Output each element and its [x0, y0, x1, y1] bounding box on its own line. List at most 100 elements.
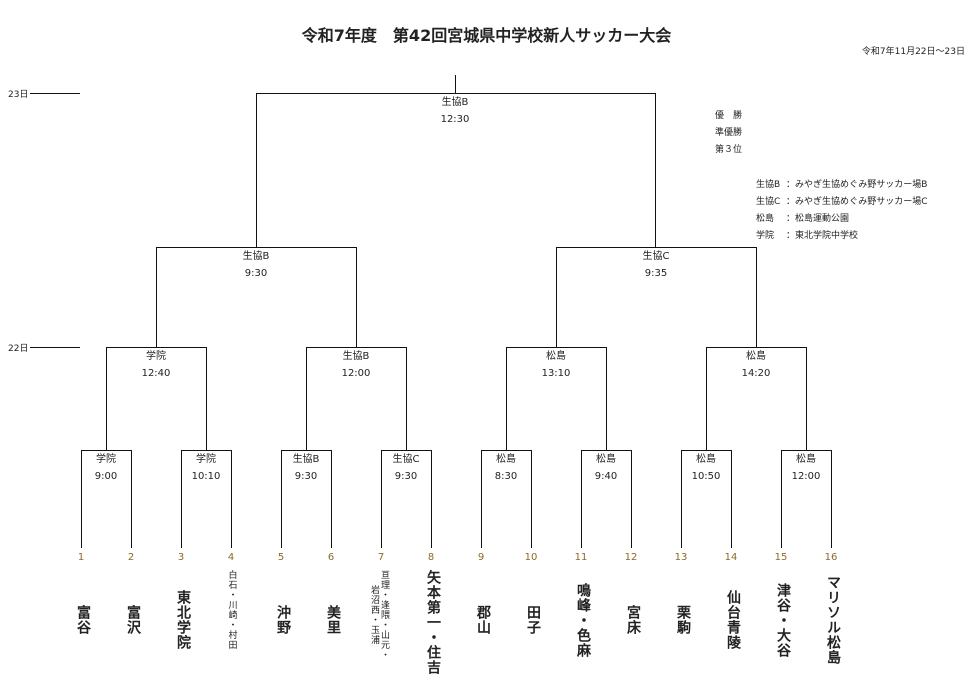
round2-match-venue: 生協B — [342, 351, 370, 362]
bracket-line — [706, 347, 707, 450]
bracket-line — [156, 247, 357, 248]
bracket-line — [781, 450, 832, 451]
bracket-line — [681, 450, 732, 451]
bracket-line — [731, 450, 732, 548]
seed-number: 10 — [524, 552, 538, 563]
bracket-line — [81, 450, 82, 548]
bracket-line — [481, 450, 482, 548]
team-name: 田子 — [525, 605, 541, 635]
seed-number: 8 — [427, 552, 435, 563]
team-name: 富沢 — [125, 605, 141, 635]
bracket-line — [531, 450, 532, 548]
round2-match-time: 13:10 — [541, 368, 571, 379]
winner-label: 優 勝 — [715, 111, 743, 121]
seed-number: 4 — [227, 552, 235, 563]
bracket-line — [455, 75, 456, 93]
round2-match-time: 12:00 — [341, 368, 371, 379]
team-name: 栗駒 — [675, 605, 691, 635]
team-name: 仙台青陵 — [725, 590, 741, 650]
bracket-line — [156, 247, 157, 347]
round1-match-venue: 松島 — [696, 454, 716, 465]
semifinal-match-venue: 生協C — [642, 251, 670, 262]
seed-number: 15 — [774, 552, 788, 563]
bracket-line — [581, 450, 632, 451]
round2-match-venue: 学院 — [146, 351, 166, 362]
team-name: 東北学院 — [175, 590, 191, 650]
bracket-line — [206, 347, 207, 450]
round1-match-time: 9:40 — [594, 471, 618, 482]
round2-match-time: 12:40 — [141, 368, 171, 379]
team-name: 郡山 — [475, 605, 491, 635]
third-place-label: 第３位 — [715, 145, 743, 155]
bracket-line — [281, 450, 332, 451]
day-label-22: 22日 — [8, 344, 29, 354]
bracket-line — [81, 450, 132, 451]
venue-item: 生協C：みやぎ生協めぐみ野サッカー場C — [756, 197, 928, 207]
bracket-line — [781, 450, 782, 548]
team-name: 美里 — [325, 605, 341, 635]
venue-item: 学院：東北学院中学校 — [756, 231, 859, 241]
seed-number: 16 — [824, 552, 838, 563]
round1-match-venue: 生協C — [392, 454, 420, 465]
bracket-line — [281, 450, 282, 548]
seed-number: 12 — [624, 552, 638, 563]
seed-number: 1 — [77, 552, 85, 563]
round2-match-venue: 松島 — [746, 351, 766, 362]
bracket-line — [181, 450, 232, 451]
team-name: 矢本第一・住吉 — [425, 570, 441, 675]
final-match-venue: 生協B — [441, 97, 469, 108]
bracket-line — [806, 347, 807, 450]
bracket-line — [581, 450, 582, 548]
round1-match-venue: 松島 — [796, 454, 816, 465]
bracket-line — [181, 450, 182, 548]
page-title: 令和7年度 第42回宮城県中学校新人サッカー大会 — [301, 26, 672, 45]
round1-match-time: 12:00 — [791, 471, 821, 482]
round1-match-time: 10:10 — [191, 471, 221, 482]
bracket-line — [655, 93, 656, 247]
bracket-line — [106, 347, 207, 348]
bracket-line — [256, 93, 656, 94]
bracket-line — [306, 347, 307, 450]
seed-number: 6 — [327, 552, 335, 563]
bracket-line — [406, 347, 407, 450]
seed-number: 3 — [177, 552, 185, 563]
semifinal-match-time: 9:35 — [644, 268, 668, 279]
round1-match-time: 9:00 — [94, 471, 118, 482]
day-line — [30, 347, 80, 348]
day-label-23: 23日 — [8, 90, 29, 100]
bracket-line — [231, 450, 232, 548]
bracket-line — [506, 347, 607, 348]
team-name: 沖野 — [275, 605, 291, 635]
round1-match-time: 10:50 — [691, 471, 721, 482]
bracket-line — [381, 450, 382, 548]
final-match-time: 12:30 — [440, 114, 470, 125]
bracket-line — [256, 93, 257, 247]
venue-item: 生協B：みやぎ生協めぐみ野サッカー場B — [756, 180, 928, 190]
runner-up-label: 準優勝 — [715, 128, 743, 138]
results-legend: 優 勝 準優勝 第３位 — [715, 108, 742, 159]
bracket-line — [381, 450, 432, 451]
seed-number: 14 — [724, 552, 738, 563]
seed-number: 13 — [674, 552, 688, 563]
team-name: 亘理・逢隈・山元・ — [379, 570, 389, 660]
bracket-line — [356, 247, 357, 347]
round2-match-time: 14:20 — [741, 368, 771, 379]
bracket-line — [106, 347, 107, 450]
semifinal-match-time: 9:30 — [244, 268, 268, 279]
team-name: 白石・川崎・村田 — [226, 570, 237, 650]
bracket-line — [556, 247, 557, 347]
bracket-line — [681, 450, 682, 548]
round1-match-time: 9:30 — [394, 471, 418, 482]
bracket-line — [556, 247, 757, 248]
round1-match-venue: 学院 — [96, 454, 116, 465]
seed-number: 7 — [377, 552, 385, 563]
bracket-line — [306, 347, 407, 348]
team-name: 宮床 — [625, 605, 641, 635]
team-name: 岩沼西・玉浦 — [369, 585, 379, 645]
round1-match-time: 8:30 — [494, 471, 518, 482]
bracket-line — [131, 450, 132, 548]
event-dates: 令和7年11月22日～23日 — [861, 47, 965, 57]
bracket-line — [831, 450, 832, 548]
seed-number: 5 — [277, 552, 285, 563]
